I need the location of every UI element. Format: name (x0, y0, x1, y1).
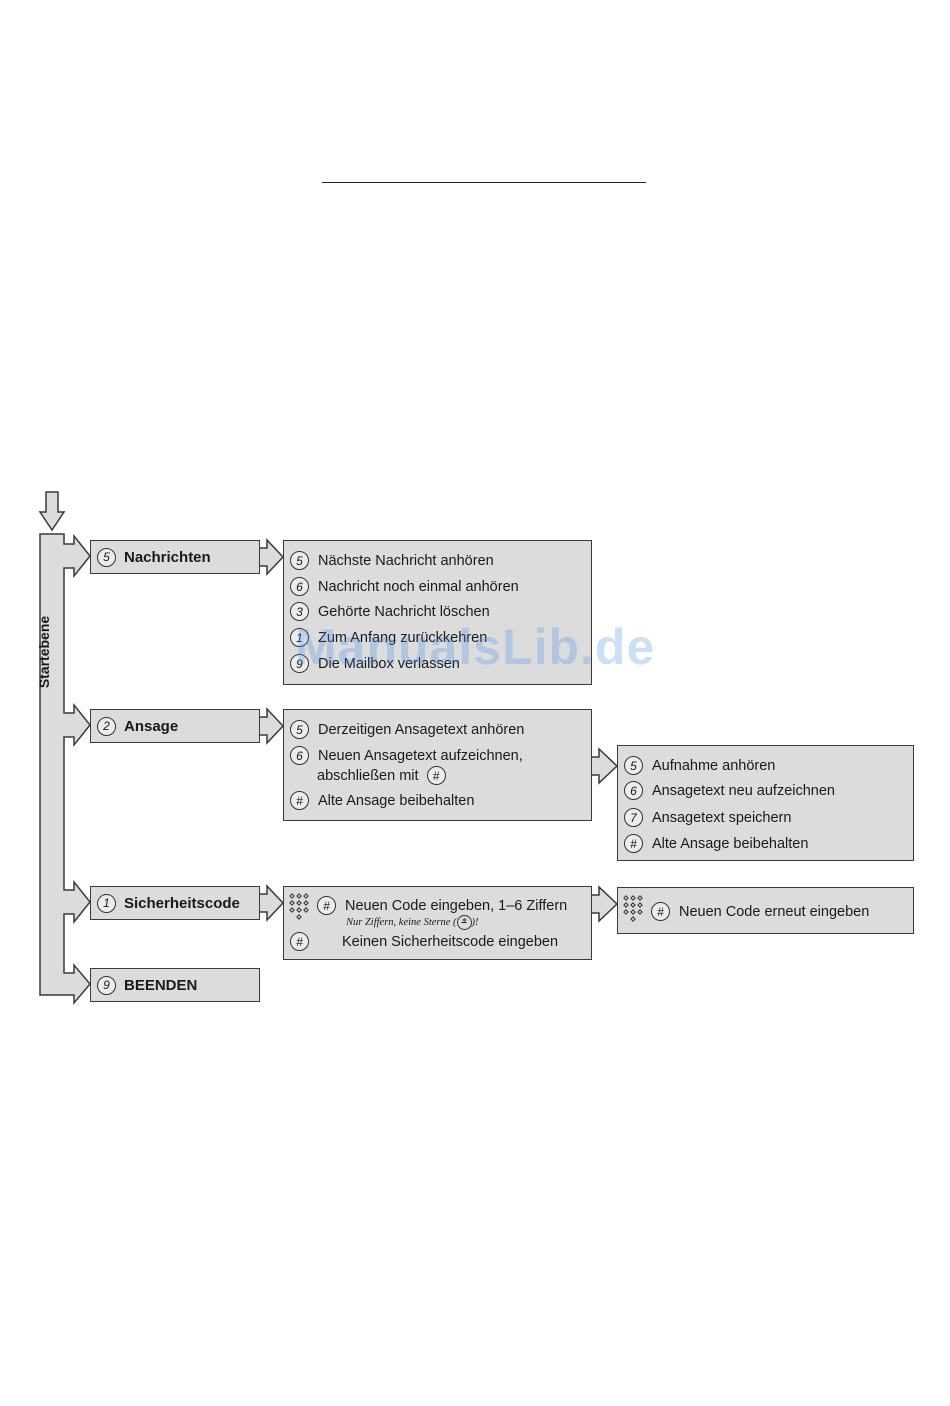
star-key-icon: * (456, 915, 472, 930)
header-rule (322, 182, 646, 183)
option-text: Ansagetext neu aufzeichnen (652, 782, 835, 799)
option-row[interactable]: 5 Aufnahme anhören (624, 756, 775, 775)
hash-key-icon: # (624, 834, 643, 853)
hash-key-icon: # (290, 791, 309, 810)
hash-key-icon: # (290, 932, 309, 951)
aufnahme-submenu: 5 Aufnahme anhören 6 Ansagetext neu aufz… (617, 745, 914, 861)
option-text: Nächste Nachricht anhören (318, 552, 494, 569)
option-text: Alte Ansage beibehalten (652, 835, 809, 852)
option-row[interactable]: 5 Derzeitigen Ansagetext anhören (290, 720, 524, 739)
menu-sicherheitscode[interactable]: 1 Sicherheitscode (90, 886, 260, 920)
key-icon: 6 (290, 746, 309, 765)
key-icon: 2 (97, 716, 116, 736)
key-icon: 5 (624, 756, 643, 775)
option-row[interactable]: # Keinen Sicherheitscode eingeben (290, 932, 558, 951)
option-row[interactable]: 7 Ansagetext speichern (624, 808, 791, 827)
option-row[interactable]: 6 Neuen Ansagetext aufzeichnen, (290, 746, 523, 765)
menu-ansage[interactable]: 2 Ansage (90, 709, 260, 743)
option-text: Gehörte Nachricht löschen (318, 603, 490, 620)
key-icon: 5 (97, 547, 116, 567)
watermark: ManualsLib.de (295, 619, 656, 675)
key-icon: 6 (290, 577, 309, 596)
option-text: Derzeitigen Ansagetext anhören (318, 721, 525, 738)
option-text: Ansagetext speichern (652, 809, 792, 826)
option-text: Neuen Code erneut eingeben (679, 903, 870, 920)
nachrichten-submenu: 5 Nächste Nachricht anhören 6 Nachricht … (283, 540, 592, 685)
keypad-icon (289, 893, 311, 921)
option-text: Neuen Code eingeben, 1–6 Ziffern (345, 897, 568, 914)
key-icon: 5 (290, 551, 309, 570)
key-icon: 1 (97, 893, 116, 913)
key-icon: 6 (624, 781, 643, 800)
option-row[interactable]: # Neuen Code erneut eingeben (651, 902, 869, 921)
key-icon: 5 (290, 720, 309, 739)
code-note: Nur Ziffern, keine Sterne (*)! (346, 915, 479, 930)
option-text: Zum Anfang zurückkehren (318, 629, 488, 646)
option-row[interactable]: # Neuen Code eingeben, 1–6 Ziffern (317, 896, 567, 915)
arrow-ansage (258, 707, 285, 745)
hash-key-icon: # (651, 902, 670, 921)
sicherheitscode-submenu: # Neuen Code eingeben, 1–6 Ziffern Nur Z… (283, 886, 592, 960)
option-text: Keinen Sicherheitscode eingeben (342, 933, 559, 950)
entry-arrow (38, 491, 66, 532)
code-confirm-box: # Neuen Code erneut eingeben (617, 887, 914, 934)
key-icon: 9 (97, 975, 116, 995)
arrow-nachrichten (258, 538, 285, 576)
menu-label: BEENDEN (124, 976, 198, 994)
hash-key-icon: # (317, 896, 336, 915)
arrow-aufnahme (590, 747, 619, 785)
key-icon: 9 (290, 654, 309, 673)
key-icon: 1 (290, 628, 309, 647)
note-text: Nur Ziffern, keine Sterne ( (346, 917, 457, 928)
option-row[interactable]: 6 Nachricht noch einmal anhören (290, 577, 519, 596)
option-text: Alte Ansage beibehalten (318, 792, 475, 809)
note-text-end: )! (471, 917, 479, 928)
option-text: Nachricht noch einmal anhören (318, 578, 519, 595)
keypad-icon (623, 895, 645, 923)
option-row[interactable]: # Alte Ansage beibehalten (290, 791, 474, 810)
arrow-code-confirm (590, 885, 619, 923)
start-level-label: Startebene (36, 615, 52, 689)
key-icon: 7 (624, 808, 643, 827)
option-row[interactable]: 9 Die Mailbox verlassen (290, 654, 460, 673)
option-row-continuation: abschließen mit # (317, 766, 446, 785)
option-text: Aufnahme anhören (652, 757, 776, 774)
option-row[interactable]: # Alte Ansage beibehalten (624, 834, 808, 853)
option-row[interactable]: 1 Zum Anfang zurückkehren (290, 628, 487, 647)
option-text: abschließen mit (317, 767, 419, 784)
menu-beenden[interactable]: 9 BEENDEN (90, 968, 260, 1002)
menu-label: Ansage (124, 717, 179, 735)
key-icon: 3 (290, 602, 309, 621)
main-trunk (39, 533, 91, 1006)
menu-label: Nachrichten (124, 548, 211, 566)
option-row[interactable]: 3 Gehörte Nachricht löschen (290, 602, 490, 621)
option-text: Neuen Ansagetext aufzeichnen, (318, 747, 523, 764)
option-row[interactable]: 6 Ansagetext neu aufzeichnen (624, 781, 835, 800)
option-text: Die Mailbox verlassen (318, 655, 460, 672)
hash-key-icon: # (426, 766, 446, 785)
arrow-sicherheitscode (258, 884, 285, 922)
menu-label: Sicherheitscode (124, 894, 240, 912)
ansage-submenu: 5 Derzeitigen Ansagetext anhören 6 Neuen… (283, 709, 592, 821)
option-row[interactable]: 5 Nächste Nachricht anhören (290, 551, 494, 570)
menu-nachrichten[interactable]: 5 Nachrichten (90, 540, 260, 574)
